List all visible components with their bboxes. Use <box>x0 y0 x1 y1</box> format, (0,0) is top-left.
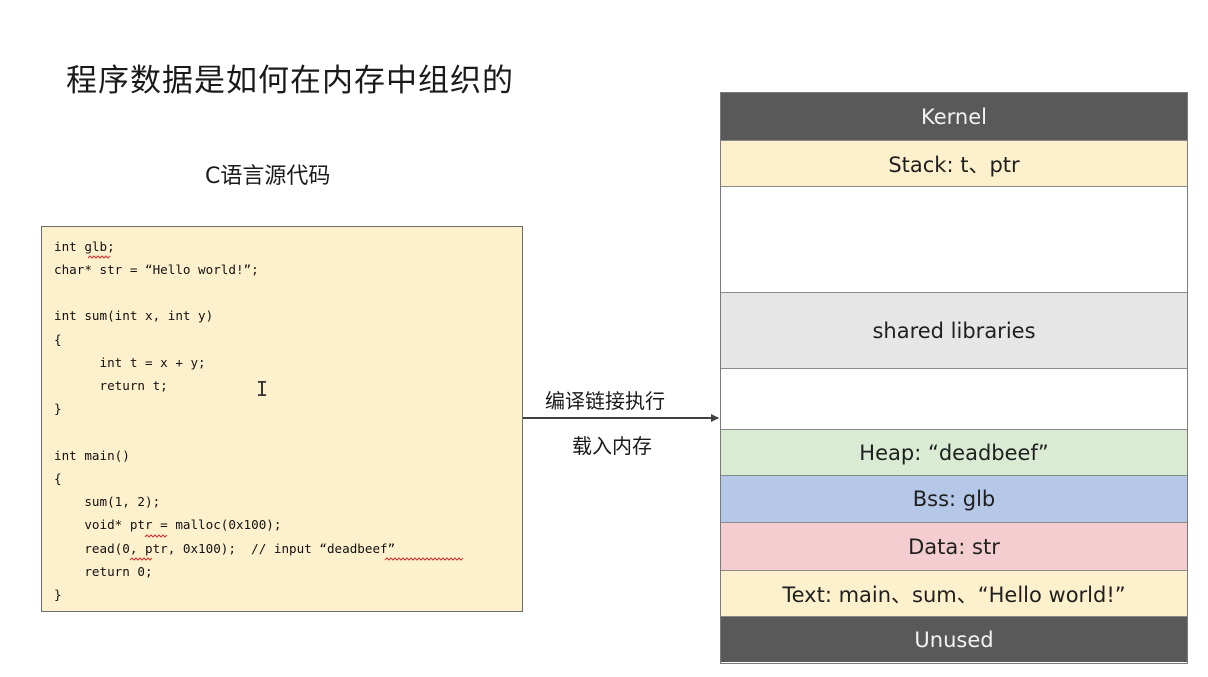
code-line: return t; <box>54 378 168 393</box>
compile-link-run-label: 编译链接执行 <box>545 389 665 413</box>
segment-heap-gap <box>721 369 1187 430</box>
segment-stack: Stack: t、ptr <box>721 141 1187 187</box>
code-line: sum(1, 2); <box>54 494 161 509</box>
squiggle-glb <box>87 255 111 259</box>
segment-bss: Bss: glb <box>721 476 1187 523</box>
segment-shared-libraries: shared libraries <box>721 293 1187 369</box>
page-title: 程序数据是如何在内存中组织的 <box>66 63 514 99</box>
segment-unused: Unused <box>721 617 1187 662</box>
code-line: int glb; <box>54 239 115 254</box>
code-line: read(0, ptr, 0x100); // input “deadbeef” <box>54 541 396 556</box>
code-line: } <box>54 587 62 602</box>
segment-stack-gap <box>721 187 1187 293</box>
segment-kernel: Kernel <box>721 93 1187 141</box>
segment-heap: Heap: “deadbeef” <box>721 430 1187 476</box>
code-line: int t = x + y; <box>54 355 206 370</box>
load-into-memory-label: 载入内存 <box>572 434 652 458</box>
code-line: { <box>54 332 62 347</box>
code-line: int sum(int x, int y) <box>54 308 214 323</box>
text-cursor-icon: I <box>256 377 269 401</box>
code-line: int main() <box>54 448 130 463</box>
source-code-box: int glb; char* str = “Hello world!”; int… <box>41 226 523 612</box>
segment-text: Text: main、sum、“Hello world!” <box>721 571 1187 617</box>
squiggle-ptr-code <box>144 534 168 538</box>
squiggle-ptr-read <box>129 557 153 561</box>
segment-data: Data: str <box>721 523 1187 571</box>
code-line: char* str = “Hello world!”; <box>54 262 259 277</box>
code-line: { <box>54 471 62 486</box>
source-code-label: C语言源代码 <box>205 164 331 189</box>
code-line: } <box>54 401 62 416</box>
memory-layout: Kernel Stack: t、ptr shared libraries Hea… <box>720 92 1188 664</box>
code-line: return 0; <box>54 564 153 579</box>
code-line: void* ptr = malloc(0x100); <box>54 517 282 532</box>
squiggle-deadbeef-code <box>384 557 464 561</box>
